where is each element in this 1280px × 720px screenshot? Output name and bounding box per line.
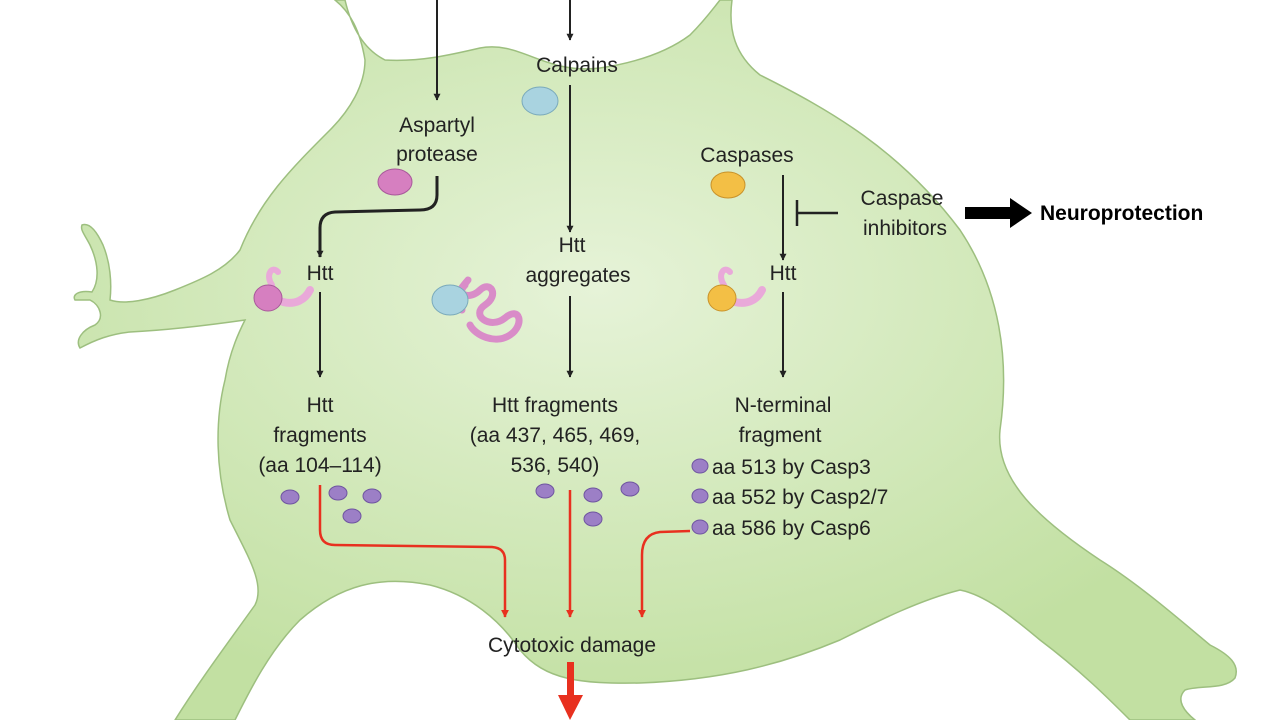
calpain-enzyme-icon xyxy=(521,86,559,116)
neuron-cell-body xyxy=(73,0,1237,720)
caspase-enzyme-icon xyxy=(710,171,746,199)
fragment-dot xyxy=(691,458,709,474)
left-fragments-label-1: Htt xyxy=(307,394,334,417)
mid-fragment-dots xyxy=(535,481,640,527)
caspase-inhibitors-label-1: Caspase xyxy=(861,187,944,210)
red-arrow-left xyxy=(318,485,509,618)
left-fragment-dots xyxy=(280,485,382,524)
arrow-aspartyl-to-htt xyxy=(316,176,439,258)
cytotoxic-output-arrow xyxy=(558,662,583,720)
fragment-dot xyxy=(280,489,300,505)
red-arrow-right xyxy=(638,529,691,618)
fragment-dot xyxy=(583,487,603,503)
left-fragments-label-3: (aa 104–114) xyxy=(258,454,381,477)
aspartyl-protease-enzyme-icon xyxy=(377,168,413,196)
htt-left-label: Htt xyxy=(307,262,334,285)
fragment-dot xyxy=(691,519,709,535)
neuroprotection-arrow xyxy=(965,198,1032,228)
left-fragments-label-2: fragments xyxy=(273,424,366,447)
fragment-dot xyxy=(342,508,362,524)
fragment-dot xyxy=(691,488,709,504)
fragment-dot xyxy=(620,481,640,497)
cytotoxic-damage-label: Cytotoxic damage xyxy=(488,634,656,657)
mid-fragments-label-3: 536, 540) xyxy=(511,454,600,477)
calpains-label: Calpains xyxy=(536,54,618,77)
casp-site-1: aa 513 by Casp3 xyxy=(712,456,871,479)
htt-aggregates-label-2: aggregates xyxy=(525,264,630,287)
right-fragment-label-1: N-terminal xyxy=(735,394,832,417)
htt-aggregate-icon xyxy=(431,276,523,343)
mid-fragments-label-1: Htt fragments xyxy=(492,394,618,417)
fragment-dot xyxy=(583,511,603,527)
casp-site-2: aa 552 by Casp2/7 xyxy=(712,486,888,509)
fragment-dot xyxy=(362,488,382,504)
casp-site-3: aa 586 by Casp6 xyxy=(712,517,871,540)
caspases-label: Caspases xyxy=(700,144,793,167)
htt-protein-pink-icon xyxy=(253,266,314,312)
htt-protein-orange-icon xyxy=(707,266,766,312)
fragment-dot xyxy=(328,485,348,501)
right-fragment-label-2: fragment xyxy=(739,424,822,447)
neuroprotection-label: Neuroprotection xyxy=(1040,202,1203,225)
htt-right-label: Htt xyxy=(770,262,797,285)
aspartyl-label-1: Aspartyl xyxy=(399,114,475,137)
caspase-inhibitors-label-2: inhibitors xyxy=(863,217,947,240)
fragment-dot xyxy=(535,483,555,499)
caspase-site-list: aa 513 by Casp3 aa 552 by Casp2/7 aa 586… xyxy=(691,456,888,540)
htt-aggregates-label-1: Htt xyxy=(559,234,586,257)
aspartyl-label-2: protease xyxy=(396,143,478,166)
mid-fragments-label-2: (aa 437, 465, 469, xyxy=(470,424,640,447)
